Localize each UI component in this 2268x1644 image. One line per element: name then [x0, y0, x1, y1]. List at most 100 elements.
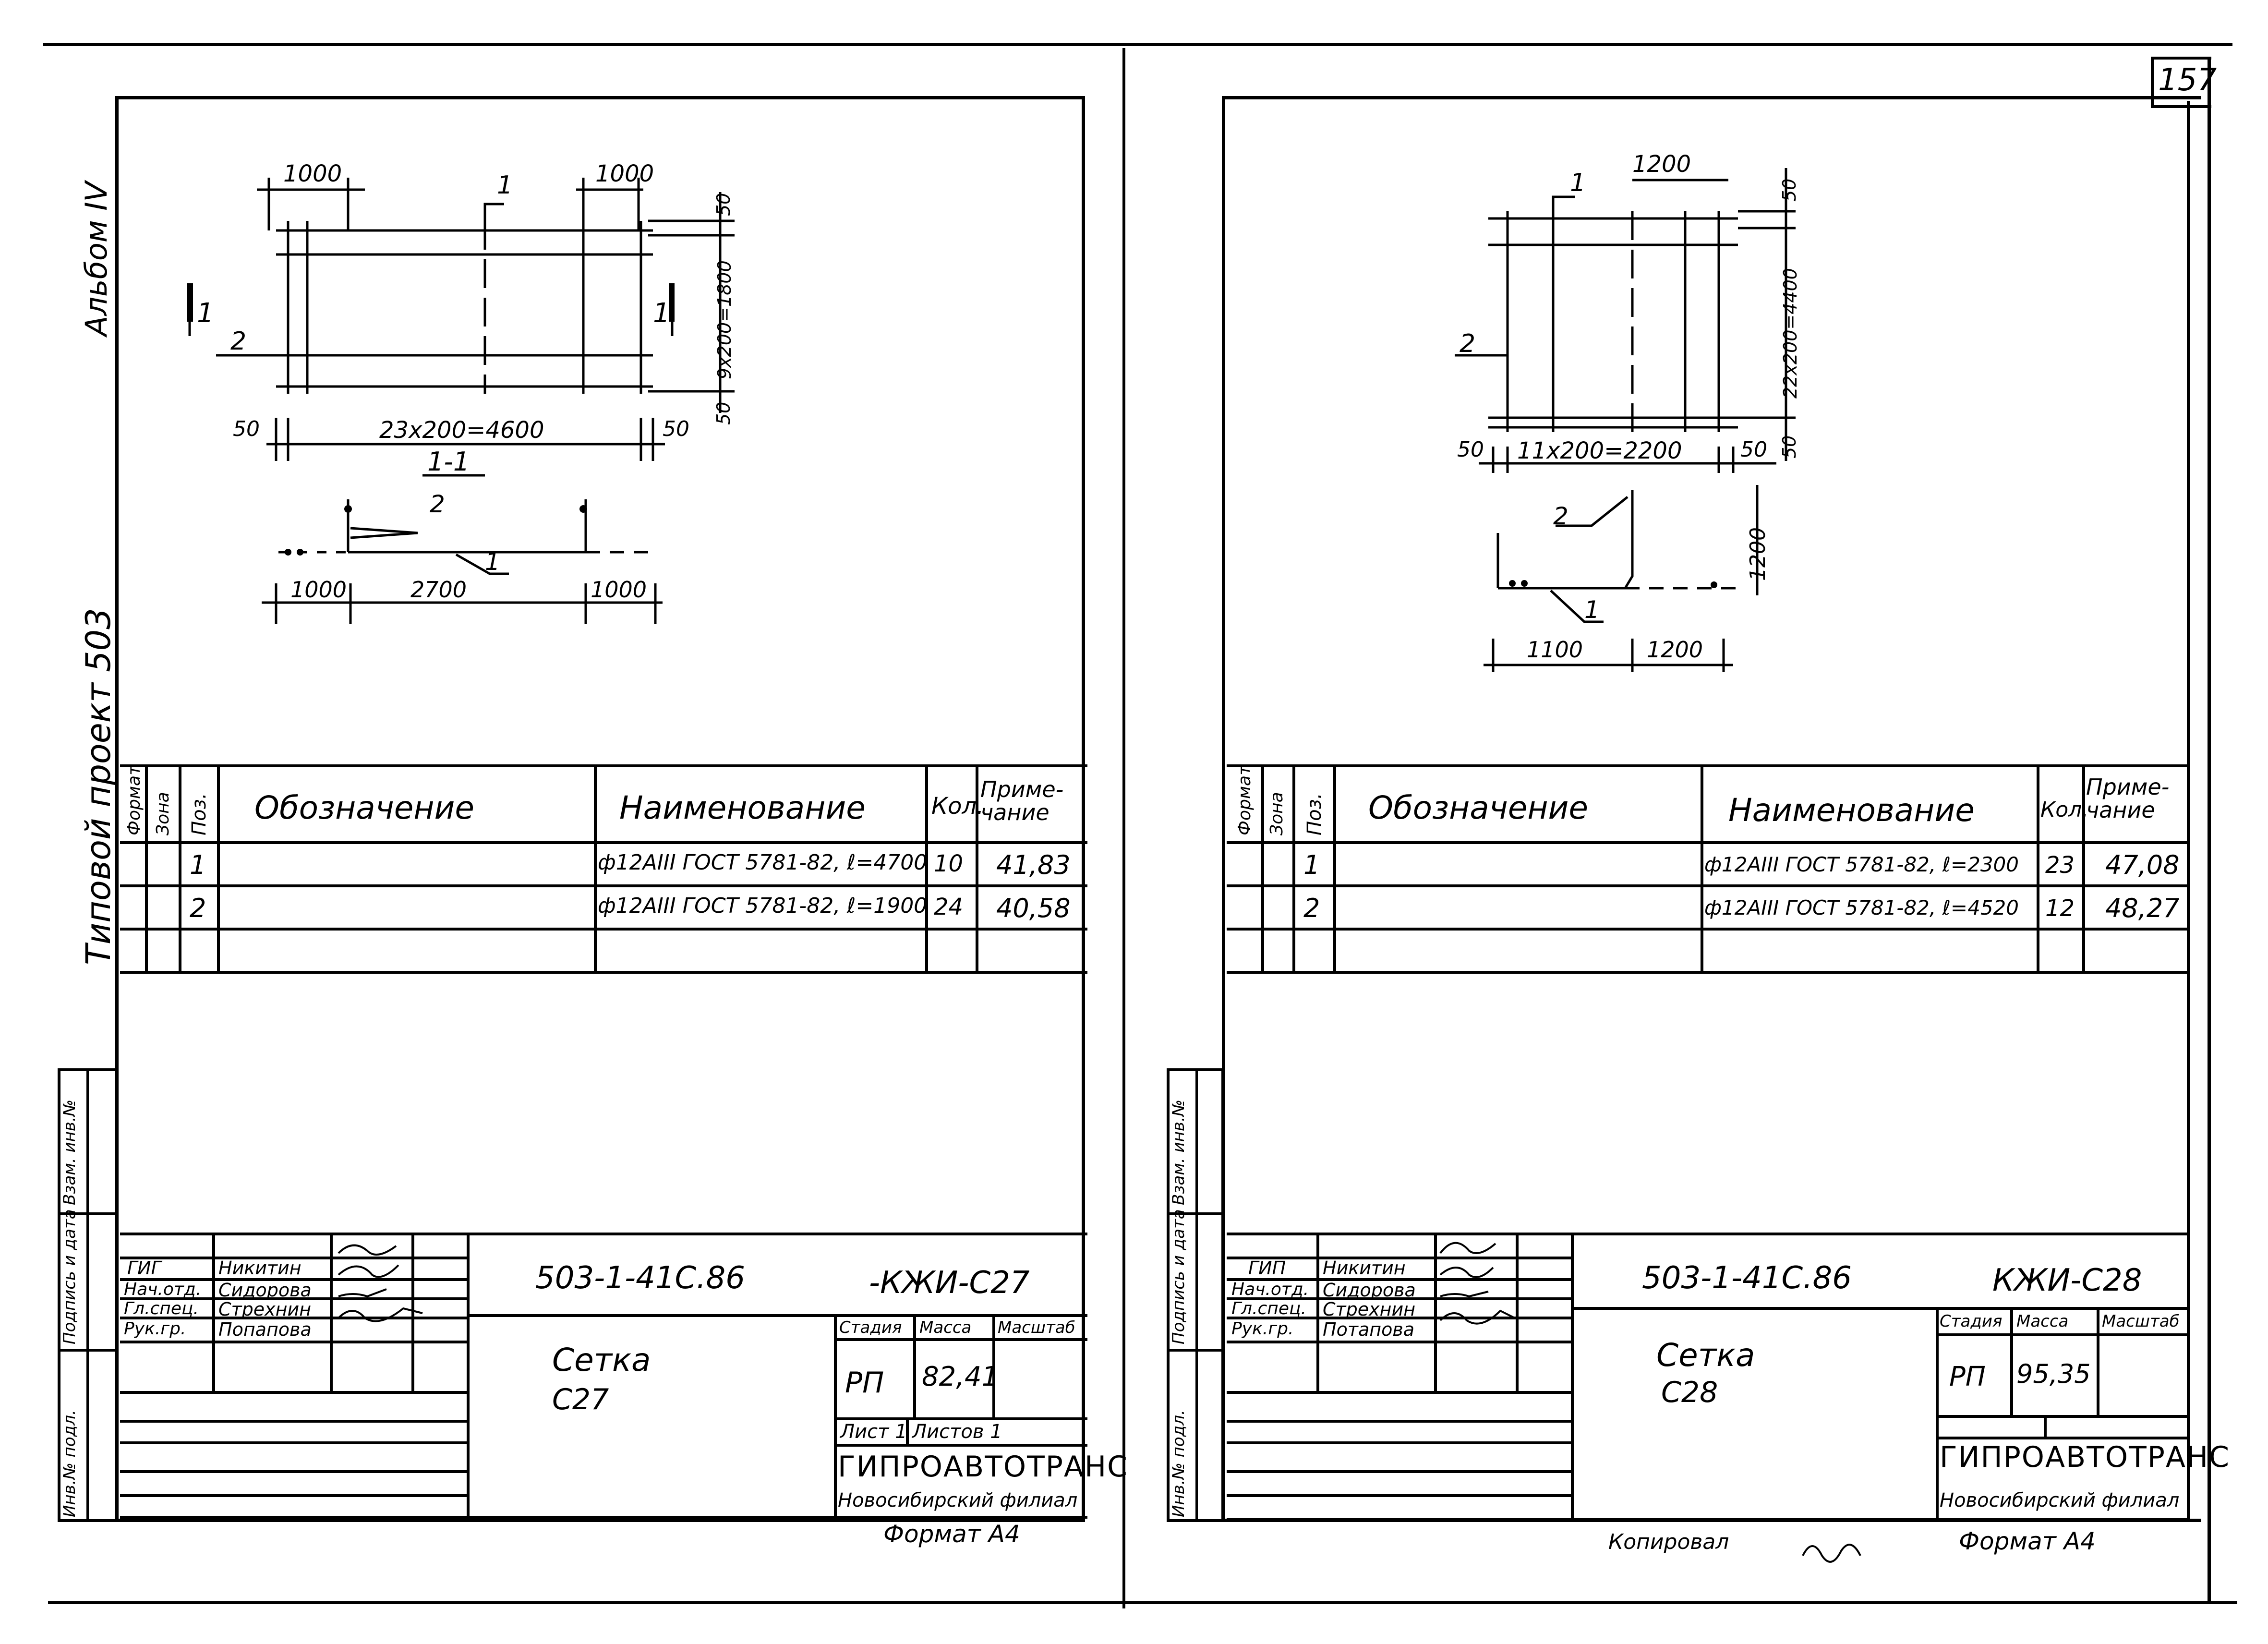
- right-tb-role-4: Рук.гр.: [1231, 1319, 1294, 1339]
- r-section-dim-1: 1100: [1527, 637, 1583, 663]
- left-tb-name-4: Попапова: [218, 1319, 312, 1340]
- left-drawing: [187, 178, 735, 624]
- left-tb-name-3: Стрехнин: [218, 1299, 312, 1320]
- left-tb-branch: Новосибирский филиал: [838, 1489, 1078, 1511]
- right-tb-item-code: С28: [1661, 1376, 1718, 1409]
- right-tb-branch: Новосибирский филиал: [1940, 1489, 2180, 1511]
- pos-label-top: 1: [497, 171, 513, 200]
- section-mark-left: 1: [197, 298, 214, 329]
- left-tb-name-2: Сидорова: [218, 1280, 312, 1301]
- r-dim-bottom-left: 50: [1457, 437, 1484, 462]
- section-pos-1: 1: [485, 548, 500, 576]
- dim-bottom-mid: 23x200=4600: [379, 417, 544, 444]
- left-spec-row2-name: ф12АIII ГОСТ 5781-82, ℓ=1900: [598, 894, 928, 918]
- left-spec-row1-name: ф12АIII ГОСТ 5781-82, ℓ=4700: [598, 850, 928, 875]
- right-spec-row1-pos: 1: [1303, 850, 1320, 880]
- left-tb-stage-label: Стадия: [839, 1318, 902, 1337]
- right-spec-grid: [1227, 764, 2189, 974]
- page-center-divider: [1122, 48, 1125, 1608]
- left-tb-item-code: С27: [552, 1383, 609, 1416]
- right-tb-name-2: Сидорова: [1323, 1280, 1416, 1301]
- right-tb-doc: КЖИ-С28: [1992, 1263, 2142, 1298]
- r-section-pos-1: 1: [1584, 596, 1600, 624]
- r-dim-bottom-right: 50: [1740, 437, 1767, 462]
- section-dim-1: 1000: [290, 577, 347, 603]
- right-drawing: [1455, 168, 1796, 672]
- r-pos-label-top: 1: [1570, 169, 1586, 197]
- left-tb-role-3: Гл.спец.: [124, 1299, 199, 1318]
- section-dim-2: 2700: [410, 577, 467, 603]
- right-tb-item-title: Сетка: [1656, 1337, 1755, 1374]
- right-spec-row2-qty: 12: [2045, 895, 2075, 922]
- right-spec-row2-name: ф12АIII ГОСТ 5781-82, ℓ=4520: [1704, 896, 2019, 919]
- right-tb-name-1: Никитин: [1323, 1257, 1406, 1279]
- left-tb-role-1: ГИГ: [127, 1257, 161, 1279]
- right-tb-role-3: Гл.спец.: [1231, 1299, 1306, 1318]
- left-tb-sheet: Лист 1: [840, 1421, 907, 1443]
- right-tb-stage: РП: [1949, 1361, 1986, 1392]
- dim-bottom-left: 50: [233, 417, 260, 441]
- right-tb-format: Формат А4: [1959, 1527, 2096, 1555]
- right-tb-name-4: Потапова: [1323, 1319, 1415, 1340]
- r-dim-top: 1200: [1632, 151, 1691, 178]
- left-tb-code: 503-1-41С.86: [535, 1260, 745, 1296]
- right-tb-scale-label: Масштаб: [2102, 1312, 2180, 1331]
- r-dim-bottom-mid: 11x200=2200: [1517, 437, 1682, 464]
- left-tb-role-4: Рук.гр.: [124, 1319, 186, 1339]
- right-tb-mass: 95,35: [2016, 1359, 2091, 1389]
- dim-top-right: 1000: [595, 160, 654, 187]
- left-spec-h-designation: Обозначение: [254, 789, 474, 826]
- left-spec-grid: [120, 764, 1087, 974]
- right-tb-role-2: Нач.отд.: [1231, 1280, 1309, 1299]
- page-top-rule: [43, 43, 2232, 46]
- right-spec-row2-pos: 2: [1303, 893, 1320, 923]
- left-spec-row1-pos: 1: [190, 850, 206, 880]
- left-tb-role-2: Нач.отд.: [124, 1280, 202, 1299]
- left-spec-h-qty: Кол.: [931, 793, 984, 820]
- section-dim-3: 1000: [591, 577, 647, 603]
- left-spec-row1-note: 41,83: [996, 850, 1071, 880]
- right-tb-stage-label: Стадия: [1940, 1312, 2003, 1331]
- right-tb-code: 503-1-41С.86: [1642, 1260, 1852, 1296]
- right-tb-copied: Копировал: [1608, 1530, 1729, 1554]
- left-title-block-grid: [120, 1233, 1087, 1520]
- left-tb-name-1: Никитин: [218, 1257, 302, 1279]
- right-spec-row1-name: ф12АIII ГОСТ 5781-82, ℓ=2300: [1704, 853, 2019, 876]
- left-tb-mass: 82,41: [922, 1361, 999, 1392]
- right-tb-org: ГИПРОАВТОТРАНС: [1940, 1440, 2230, 1474]
- right-spec-h-designation: Обозначение: [1368, 789, 1588, 826]
- right-spec-h-name: Наименование: [1728, 792, 1975, 829]
- left-spec-row2-qty: 24: [934, 894, 964, 920]
- r-section-pos-2: 2: [1553, 502, 1568, 530]
- left-spec-row1-qty: 10: [934, 850, 964, 877]
- right-spec-row1-qty: 23: [2045, 852, 2075, 879]
- page-number: 157: [2158, 62, 2217, 98]
- right-tb-name-3: Стрехнин: [1323, 1299, 1416, 1320]
- page-bottom-rule: [48, 1601, 2237, 1604]
- left-signatures: [338, 1244, 423, 1322]
- right-tb-mass-label: Масса: [2016, 1312, 2069, 1331]
- left-spec-h-name: Наименование: [619, 789, 866, 826]
- left-tb-mass-label: Масса: [919, 1318, 972, 1337]
- section-pos-2: 2: [430, 490, 445, 518]
- section-mark-right: 1: [653, 298, 670, 329]
- r-pos-label-side: 2: [1460, 329, 1476, 358]
- left-frame: [115, 96, 1085, 1522]
- left-tb-doc: -КЖИ-С27: [869, 1265, 1030, 1301]
- left-spec-row2-pos: 2: [190, 893, 206, 923]
- pos-label-side: 2: [230, 327, 247, 356]
- right-spec-h-note: Приме-чание: [2086, 774, 2170, 823]
- right-tb-role-1: ГИП: [1248, 1257, 1286, 1279]
- left-tb-scale-label: Масштаб: [998, 1318, 1075, 1337]
- left-spec-h-note: Приме-чание: [980, 776, 1064, 826]
- left-spec-row2-note: 40,58: [996, 893, 1071, 923]
- left-tb-item-title: Сетка: [552, 1342, 651, 1378]
- left-tb-org: ГИПРОАВТОТРАНС: [838, 1450, 1128, 1484]
- r-section-dim-2: 1200: [1647, 637, 1703, 663]
- right-spec-h-qty: Кол.: [2040, 798, 2089, 822]
- right-spec-row1-note: 47,08: [2105, 850, 2180, 880]
- section-title: 1-1: [427, 447, 470, 477]
- left-tb-stage: РП: [845, 1366, 884, 1400]
